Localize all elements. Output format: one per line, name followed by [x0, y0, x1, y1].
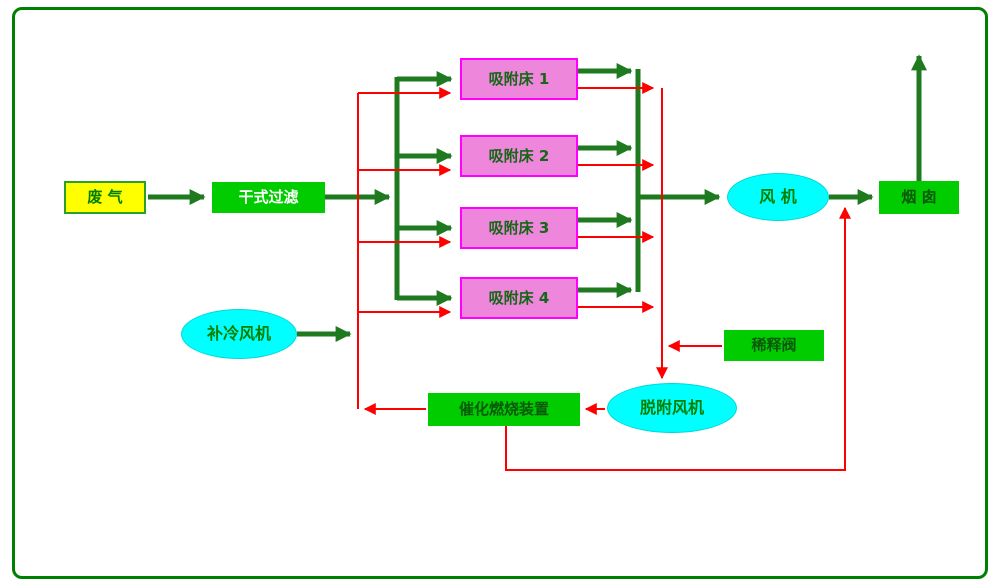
node-desorption-fan: 脱附风机: [607, 383, 737, 433]
waste-gas-label: 废 气: [87, 188, 123, 206]
chimney-label: 烟 囱: [901, 188, 937, 206]
node-waste-gas: 废 气: [64, 181, 146, 214]
node-adsorption-bed-1: 吸附床 1: [460, 58, 578, 100]
adsorption-bed-2-label: 吸附床 2: [488, 146, 550, 165]
dry-filter-label: 干式过滤: [238, 188, 299, 206]
node-cooling-fan: 补冷风机: [181, 309, 297, 359]
node-adsorption-bed-2: 吸附床 2: [460, 135, 578, 177]
node-dilution-valve: 稀释阀: [724, 330, 824, 361]
adsorption-bed-3-label: 吸附床 3: [488, 218, 550, 237]
dilution-valve-label: 稀释阀: [751, 336, 797, 354]
node-adsorption-bed-4: 吸附床 4: [460, 277, 578, 319]
adsorption-bed-1-label: 吸附床 1: [488, 69, 550, 88]
cooling-fan-label: 补冷风机: [206, 324, 271, 343]
node-adsorption-bed-3: 吸附床 3: [460, 207, 578, 249]
diagram-border: [12, 7, 988, 579]
catalytic-combustion-unit-label: 催化燃烧装置: [458, 400, 549, 418]
desorption-fan-label: 脱附风机: [639, 398, 704, 417]
node-chimney: 烟 囱: [879, 181, 959, 214]
node-dry-filter: 干式过滤: [212, 182, 325, 213]
catalytic-bypass-line-to-stack: [505, 206, 851, 471]
fan-label: 风 机: [759, 187, 797, 206]
node-catalytic-combustion-unit: 催化燃烧装置: [428, 393, 580, 426]
adsorption-bed-4-label: 吸附床 4: [488, 288, 550, 307]
node-fan: 风 机: [727, 173, 829, 221]
